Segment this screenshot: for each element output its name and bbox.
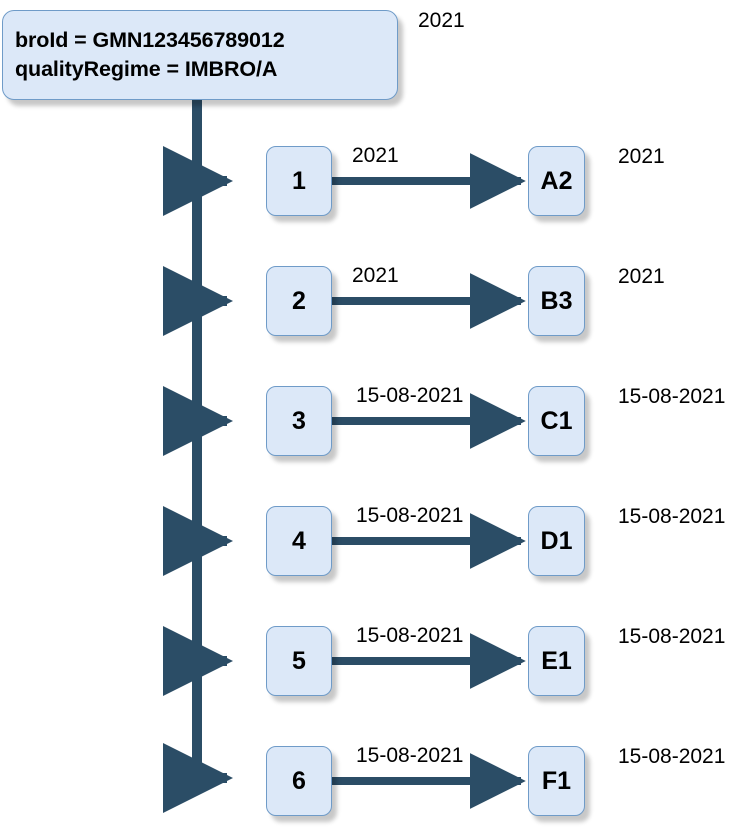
branch-connector-5 bbox=[162, 626, 233, 696]
side-label-1: 2021 bbox=[618, 145, 665, 168]
node-right-6[interactable]: F1 bbox=[528, 746, 585, 816]
branch-connector-3 bbox=[162, 386, 233, 456]
node-left-3[interactable]: 3 bbox=[266, 386, 332, 456]
branch-connector-4 bbox=[162, 506, 233, 576]
root-node-line-1: broId = GMN123456789012 bbox=[15, 28, 285, 52]
side-label-4: 15-08-2021 bbox=[618, 505, 726, 528]
node-left-2[interactable]: 2 bbox=[266, 266, 332, 336]
node-left-5[interactable]: 5 bbox=[266, 626, 332, 696]
side-label-5: 15-08-2021 bbox=[618, 625, 726, 648]
branch-connector-1 bbox=[162, 146, 233, 216]
root-node[interactable]: broId = GMN123456789012 qualityRegime = … bbox=[2, 10, 398, 100]
root-node-side-label: 2021 bbox=[418, 9, 465, 32]
side-label-6: 15-08-2021 bbox=[618, 745, 726, 768]
edge-label-3: 15-08-2021 bbox=[356, 384, 464, 407]
root-node-line-2: qualityRegime = IMBRO/A bbox=[15, 57, 278, 81]
branch-connector-2 bbox=[162, 266, 233, 336]
node-right-1[interactable]: A2 bbox=[528, 146, 585, 216]
node-left-1[interactable]: 1 bbox=[266, 146, 332, 216]
node-left-6[interactable]: 6 bbox=[266, 746, 332, 816]
edge-label-2: 2021 bbox=[352, 264, 399, 287]
edge-label-1: 2021 bbox=[352, 144, 399, 167]
node-right-5[interactable]: E1 bbox=[528, 626, 585, 696]
node-right-2[interactable]: B3 bbox=[528, 266, 585, 336]
side-label-2: 2021 bbox=[618, 265, 665, 288]
node-right-3[interactable]: C1 bbox=[528, 386, 585, 456]
side-label-3: 15-08-2021 bbox=[618, 385, 726, 408]
edge-label-6: 15-08-2021 bbox=[356, 744, 464, 767]
node-left-4[interactable]: 4 bbox=[266, 506, 332, 576]
trunk-connector bbox=[162, 100, 233, 813]
node-right-4[interactable]: D1 bbox=[528, 506, 585, 576]
edge-label-4: 15-08-2021 bbox=[356, 504, 464, 527]
edge-label-5: 15-08-2021 bbox=[356, 624, 464, 647]
